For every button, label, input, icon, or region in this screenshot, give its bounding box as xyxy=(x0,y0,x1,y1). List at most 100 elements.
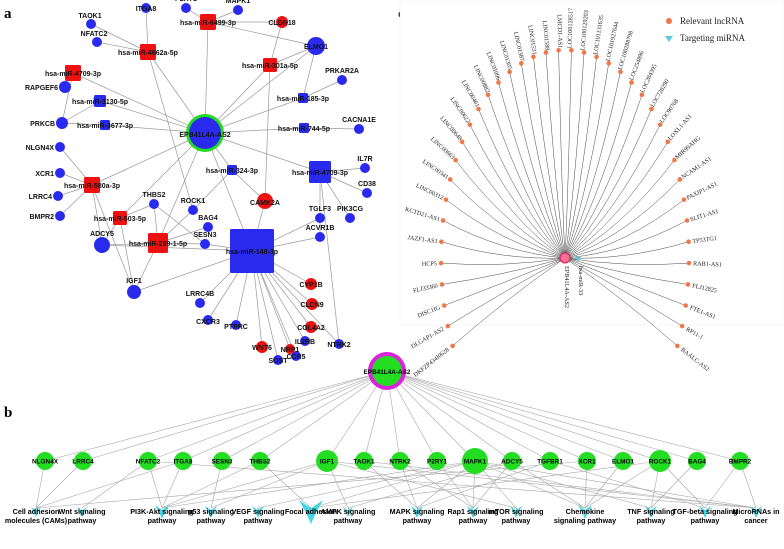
node-label: ACVR1B xyxy=(306,225,335,232)
network-node-g7: ELMO1 xyxy=(304,37,328,55)
mirna-node xyxy=(100,120,110,130)
fan-edge xyxy=(455,159,566,259)
node-label: NFATC2 xyxy=(81,31,108,38)
fan-edge xyxy=(564,159,675,259)
network-node-m10: hsa-miR-324-3p xyxy=(206,165,258,175)
node-label: TAOK1 xyxy=(78,13,101,20)
node-label: CACNA1E xyxy=(342,117,376,124)
panel-a-edge xyxy=(91,184,135,293)
lncrna-node xyxy=(606,61,612,66)
network-node-g1: TAOK1 xyxy=(78,13,102,29)
pathway-label-line1: Wnt signaling xyxy=(58,507,105,516)
panel-a-edge xyxy=(303,127,360,130)
lncrna-node xyxy=(518,61,524,66)
node-label: THBS2 xyxy=(143,192,166,199)
lncrna-node xyxy=(672,157,677,163)
fan-edge xyxy=(558,50,566,259)
mirna-center-node xyxy=(575,257,581,262)
pathway-label-line1: mTOR signaling xyxy=(489,507,544,516)
gene-label-b: ADCY5 xyxy=(501,459,523,466)
gene-node xyxy=(195,298,205,308)
lncrna-node xyxy=(485,92,491,98)
gene-node-b: BMPR2 xyxy=(729,452,752,470)
node-label: hsa-miR-4662a-5p xyxy=(118,50,178,57)
lncrna-label: TP53TG1 xyxy=(692,235,717,245)
lncrna-node xyxy=(685,282,691,287)
network-node-hub: EPB41L4A-AS2 xyxy=(179,114,231,152)
lncrna-label: RP11-1 xyxy=(685,326,705,341)
gene-label-b: ROCK1 xyxy=(649,459,672,466)
gene-node-b: XCR1 xyxy=(578,452,596,470)
lncrna-node xyxy=(447,177,453,182)
panel-b-edge xyxy=(82,370,388,462)
panel-a-network: EPB41L4A-AS2 hsa-miR-4662a-5p hsa-miR-6499… xyxy=(25,0,376,365)
network-node-g12: NLGN4X xyxy=(26,142,65,152)
pathway-label-line1: TGF-beta signaling xyxy=(672,507,737,516)
network-node-g29: CYP1B xyxy=(299,278,323,290)
panel-b-edge xyxy=(386,370,698,462)
pathway-shape xyxy=(155,505,169,519)
panel-b-edge xyxy=(44,370,388,462)
lncrna-node xyxy=(459,139,465,145)
gene-node xyxy=(306,298,318,310)
network-node-g36: SOST xyxy=(268,355,288,365)
panel-b-edge xyxy=(584,460,661,509)
network-node-g18: THBS2 xyxy=(143,192,166,209)
gene-node xyxy=(257,193,273,209)
gene-circle xyxy=(428,452,446,470)
lncrna-node xyxy=(649,106,654,112)
network-node-g16: CD38 xyxy=(358,181,376,198)
fan-edge xyxy=(469,124,566,259)
network-node-m4: hsa-miR-4709-3p xyxy=(292,161,348,183)
panel-b-edge xyxy=(310,460,661,509)
gene-node-b: NLGN4X xyxy=(32,452,59,470)
legend-mirna-text: Targeting miRNA xyxy=(680,33,745,43)
panel-b-edge xyxy=(161,460,476,509)
fan-edge xyxy=(564,141,669,259)
fan-edge xyxy=(564,94,643,259)
node-label: hsa-miR-6499-3p xyxy=(180,20,236,27)
pathway-label-line2: signaling pathway xyxy=(554,516,616,525)
node-label: XCR1 xyxy=(35,171,54,178)
gene-node-b: IGF1 xyxy=(316,450,338,472)
node-label: hsa-miR-4709-3p xyxy=(45,71,101,78)
lncrna-node xyxy=(543,50,549,55)
node-label: PTPRC xyxy=(224,324,248,331)
node-label: CCR5 xyxy=(286,354,305,361)
panel-a-edge xyxy=(101,244,253,252)
lncrna-node xyxy=(467,122,473,127)
pathway-label-line2: pathway xyxy=(68,516,97,525)
fan-edge xyxy=(564,52,585,259)
lncrna-node xyxy=(675,343,680,349)
gene-label-b: NLGN4X xyxy=(32,459,59,466)
lncrna-node xyxy=(657,122,663,127)
panel-b-edge xyxy=(399,460,474,509)
network-node-g26: ACVR1B xyxy=(306,225,335,242)
panel-letter-b: b xyxy=(4,405,12,421)
gene-circle xyxy=(503,452,521,470)
network-node-m2: hsa-miR-6499-3p xyxy=(180,14,236,30)
fan-edge xyxy=(533,56,566,259)
network-node-g33: COL4A2 xyxy=(297,321,325,333)
gene-label-b: ELMO1 xyxy=(612,459,634,466)
gene-node-b: ROCK1 xyxy=(649,450,672,472)
pathway-shape xyxy=(205,506,217,518)
panel-letter-a: a xyxy=(4,6,12,22)
gene-node-b: ELMO1 xyxy=(612,452,634,470)
lncrna-label: LOC100128517 xyxy=(567,8,575,48)
gene-circle xyxy=(462,448,488,474)
network-node-g21: PIK3CG xyxy=(337,206,364,223)
panel-b-edge xyxy=(650,460,698,509)
network-node-g32: PTPRC xyxy=(224,320,248,331)
pathway-label-line2: pathway xyxy=(197,516,226,525)
network-node-m3: hsa-miR-301a-5p xyxy=(242,58,298,72)
panel-b-edge xyxy=(472,460,513,509)
network-node-g11: CACNA1E xyxy=(342,117,376,134)
panel-b-edge xyxy=(386,370,588,462)
panel-c-legend: Relevant lncRNA Targeting miRNA xyxy=(665,16,745,43)
pathway-label-line2: molecules (CAMs) xyxy=(5,516,68,525)
gene-node-b: NFATC2 xyxy=(136,452,161,470)
node-label: hsa-miR-580a-3p xyxy=(64,183,120,190)
gene-node-b: BAG4 xyxy=(688,452,706,470)
